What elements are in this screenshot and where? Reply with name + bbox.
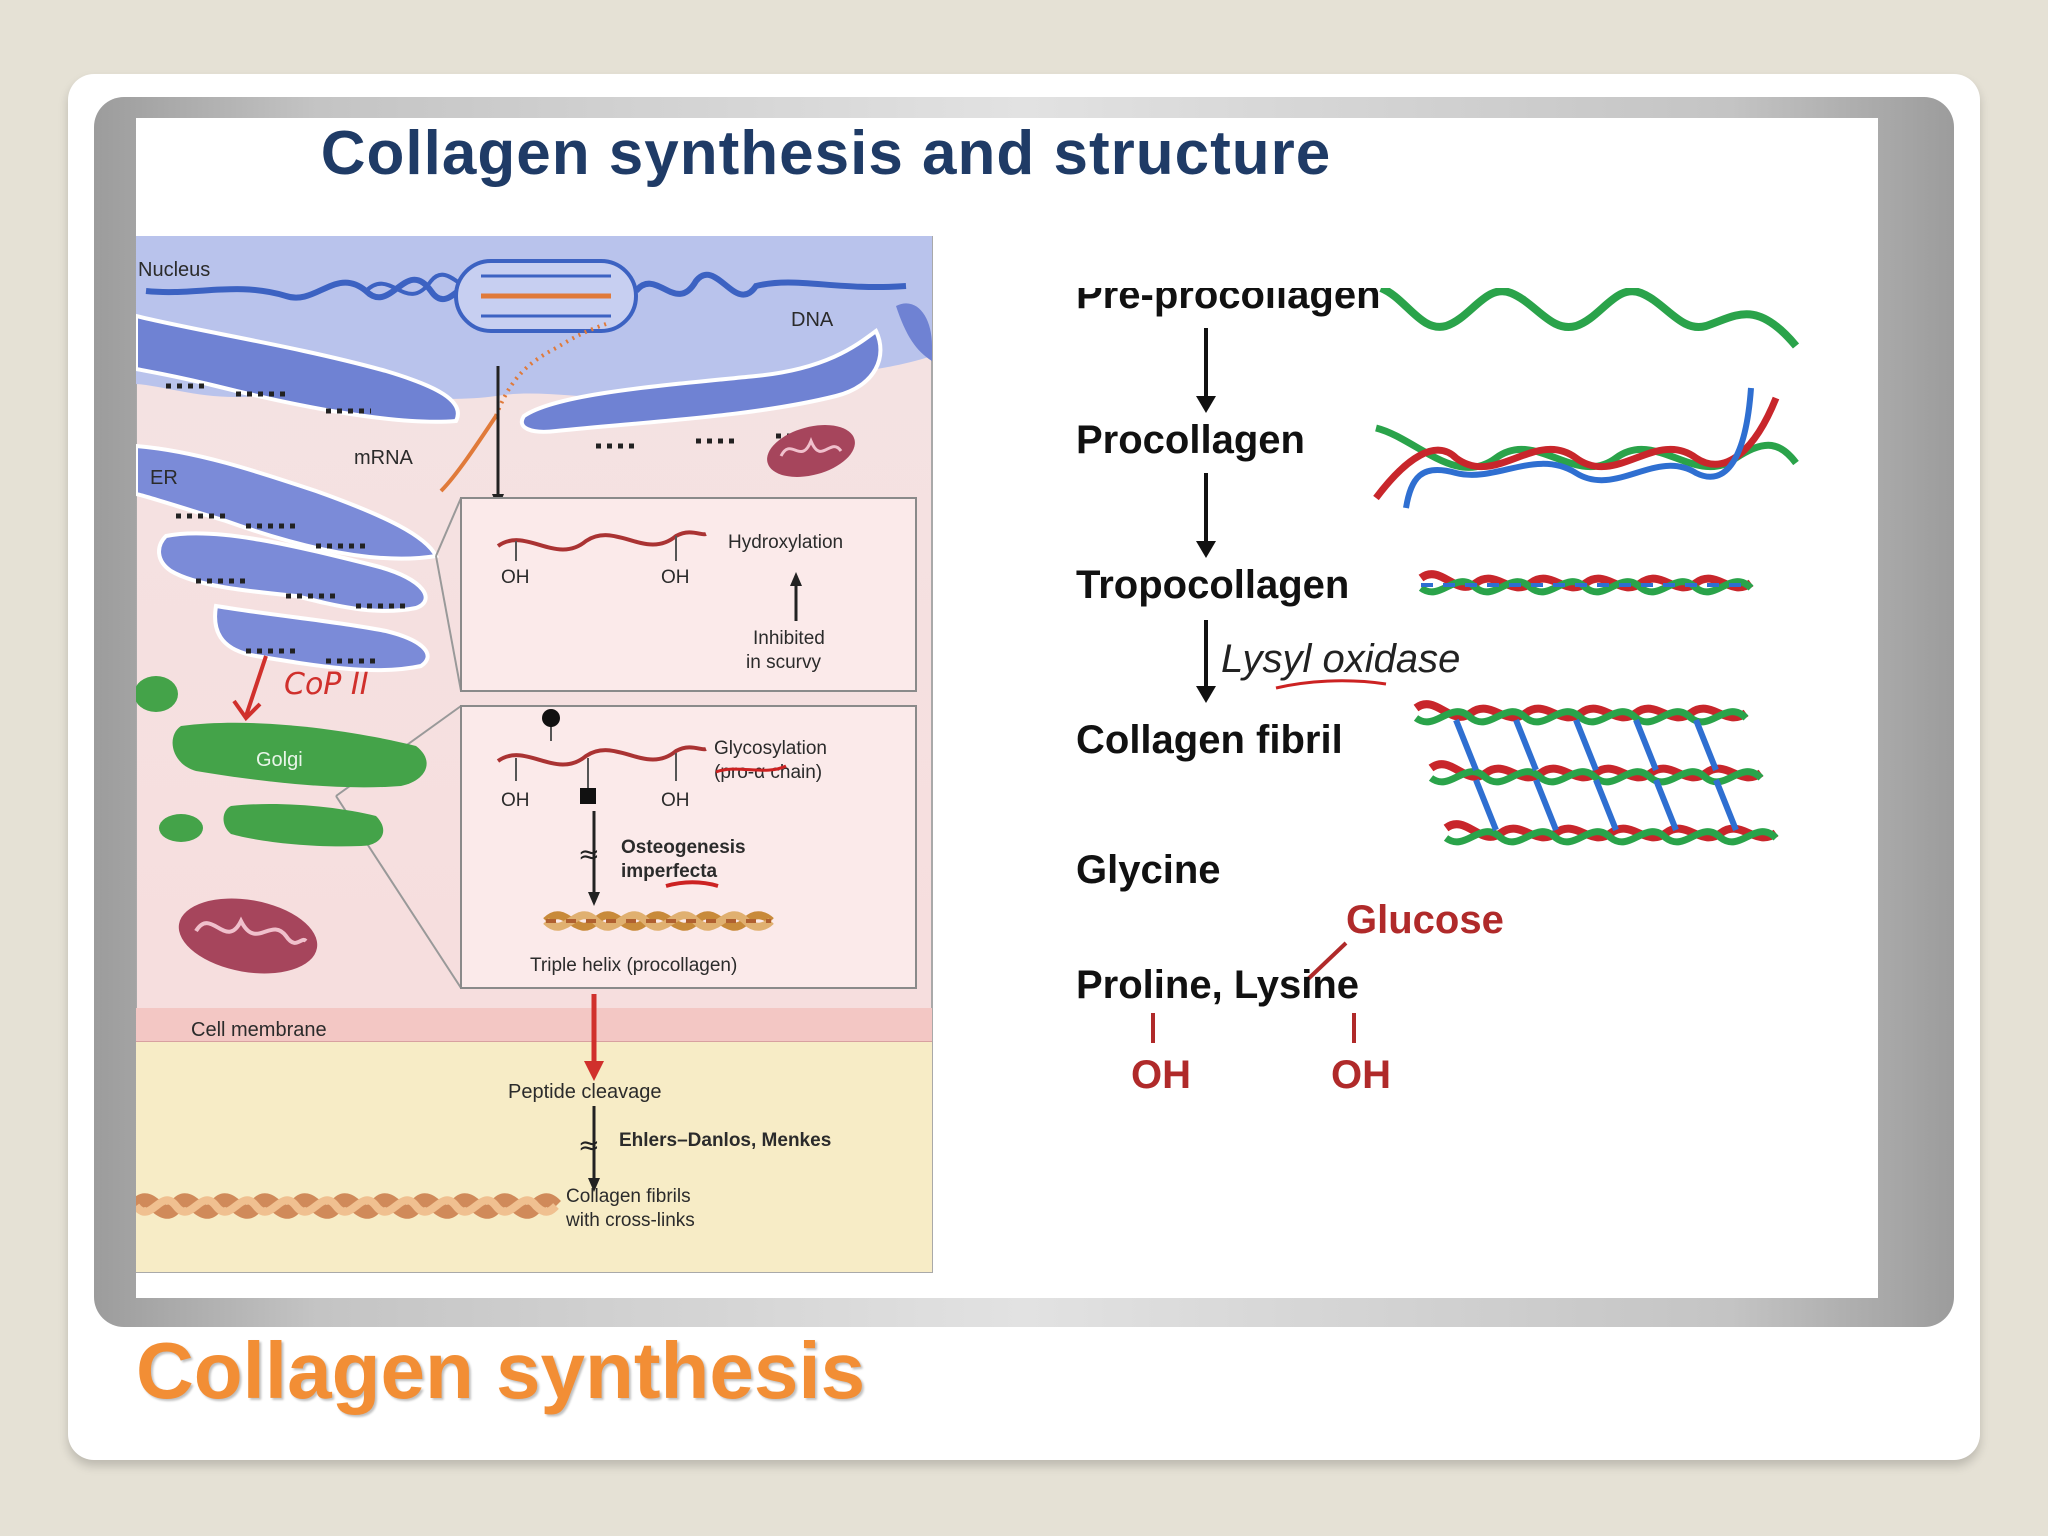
- cop-ii-annotation: CoP II: [284, 667, 369, 702]
- amino-acid-proline-lysine: Proline, Lysine: [1076, 963, 1359, 1007]
- er-cisterna-3: [213, 603, 430, 673]
- mitochondrion-bottom: [178, 898, 318, 974]
- triple-helix-label: Triple helix (procollagen): [530, 955, 737, 976]
- nucleus-label: Nucleus: [138, 259, 210, 281]
- stage-procollagen: Procollagen: [1076, 418, 1305, 462]
- ed-arrow-head: [588, 1178, 600, 1192]
- oh-label-2: OH: [661, 567, 690, 588]
- cell-diagram: Nucleus DNA mRNA ER Golgi CoP II: [136, 236, 933, 1273]
- cop-arrow-head: [232, 699, 262, 722]
- ribosomes-nuclear: [166, 383, 826, 449]
- enzyme-lysyl-oxidase: Lysyl oxidase: [1221, 637, 1460, 681]
- pro-alpha-chain-1: [496, 530, 707, 552]
- cell-membrane: [136, 1008, 932, 1042]
- dna-strand-right: [633, 271, 907, 298]
- nuclear-envelope-edge: [896, 303, 932, 361]
- mitochondrion-top: [767, 425, 855, 477]
- nuclear-envelope-left: [136, 313, 460, 424]
- pre-procollagen-strand: [1379, 288, 1800, 349]
- hydroxyl-lysine: OH: [1331, 1053, 1391, 1097]
- stage-pre-procollagen: Pre-procollagen: [1076, 288, 1381, 317]
- zoom-line-2: [435, 555, 462, 692]
- collagen-fibril-bundle-2: [136, 1196, 559, 1216]
- mitochondrion-cristae: [779, 436, 843, 457]
- oh-label-4: OH: [661, 790, 690, 811]
- ribosomes-er: [176, 513, 406, 664]
- stage-collagen-fibril: Collagen fibril: [1076, 718, 1343, 762]
- mrna-strand: [439, 414, 498, 493]
- amino-acid-glycine: Glycine: [1076, 848, 1221, 892]
- galactose-residue-square: [580, 788, 596, 804]
- golgi-cisterna-1: [172, 722, 427, 788]
- fibrils-label-1: Collagen fibrils: [566, 1186, 691, 1207]
- pro-alpha-chain-2: [496, 745, 707, 767]
- golgi-vesicle: [136, 676, 178, 712]
- extracellular-space: [136, 1042, 932, 1272]
- stage-tropocollagen: Tropocollagen: [1076, 563, 1349, 607]
- golgi-cisterna-2: [223, 804, 384, 847]
- secretion-arrow-head: [584, 1061, 604, 1081]
- ed-break-mark: ≈: [578, 1131, 600, 1161]
- nuclear-envelope-right: [520, 327, 883, 434]
- inhibited-label-2: in scurvy: [746, 652, 821, 673]
- peptide-cleavage-label: Peptide cleavage: [508, 1081, 661, 1103]
- oh-label-3: OH: [501, 790, 530, 811]
- mitochondrion-bottom-cristae: [194, 916, 308, 945]
- slide-caption: Collagen synthesis: [136, 1326, 866, 1415]
- arrow-1-head: [1196, 396, 1216, 413]
- lysyl-oxidase-underline: [1275, 679, 1387, 690]
- oh-label-1: OH: [501, 567, 530, 588]
- dna-open-strands: [481, 274, 611, 318]
- hydroxyl-proline: OH: [1131, 1053, 1191, 1097]
- oi-arrow-head: [588, 892, 600, 906]
- ehlers-danlos-label: Ehlers–Danlos, Menkes: [619, 1130, 831, 1151]
- fibrils-label-2: with cross-links: [565, 1210, 695, 1231]
- cop-arrow: [244, 655, 268, 717]
- glycosylation-box: [460, 705, 917, 989]
- arrow-2-head: [1196, 541, 1216, 558]
- inhibited-label-1: Inhibited: [753, 628, 825, 649]
- glycosylation-label-2: (pro-α chain): [714, 762, 822, 783]
- mrna-label: mRNA: [354, 447, 414, 469]
- glucose-attachment-line: [1304, 941, 1348, 983]
- glycosylation-scribble: [715, 764, 787, 774]
- inhibited-arrow-head: [790, 572, 802, 586]
- er-cisterna-2: [157, 531, 428, 613]
- glycosylation-label-1: Glycosylation: [714, 738, 827, 759]
- golgi-vesicle-2: [159, 814, 203, 842]
- slide-image: Collagen synthesis and structure Nucleus…: [136, 118, 1878, 1298]
- glucose-residue-circle: [542, 709, 560, 727]
- er-label: ER: [150, 467, 178, 489]
- mrna-export: [494, 322, 607, 417]
- collagen-structure-diagram: Pre-procollagen Procollagen Tropocollage…: [1076, 288, 1800, 1097]
- hydroxylation-box: [460, 497, 917, 692]
- oi-label-2: imperfecta: [621, 861, 718, 882]
- cell-membrane-label: Cell membrane: [191, 1019, 327, 1041]
- zoom-line-1: [435, 497, 462, 557]
- sugar-glucose: Glucose: [1346, 898, 1504, 942]
- hydroxylation-label: Hydroxylation: [728, 532, 843, 553]
- dna-label: DNA: [791, 309, 834, 331]
- oi-label-1: Osteogenesis: [621, 837, 746, 858]
- procollagen-strand-blue: [1403, 387, 1754, 509]
- tropocollagen-helix-green: [1418, 578, 1754, 596]
- arrow-3-head: [1196, 686, 1216, 703]
- oi-break-mark: ≈: [578, 840, 600, 870]
- slide-title: Collagen synthesis and structure: [320, 119, 1332, 188]
- oi-underline: [665, 880, 719, 888]
- procollagen-strand-red: [1373, 396, 1780, 501]
- golgi-label: Golgi: [256, 749, 303, 771]
- collagen-fibril-lattice: [1413, 700, 1779, 846]
